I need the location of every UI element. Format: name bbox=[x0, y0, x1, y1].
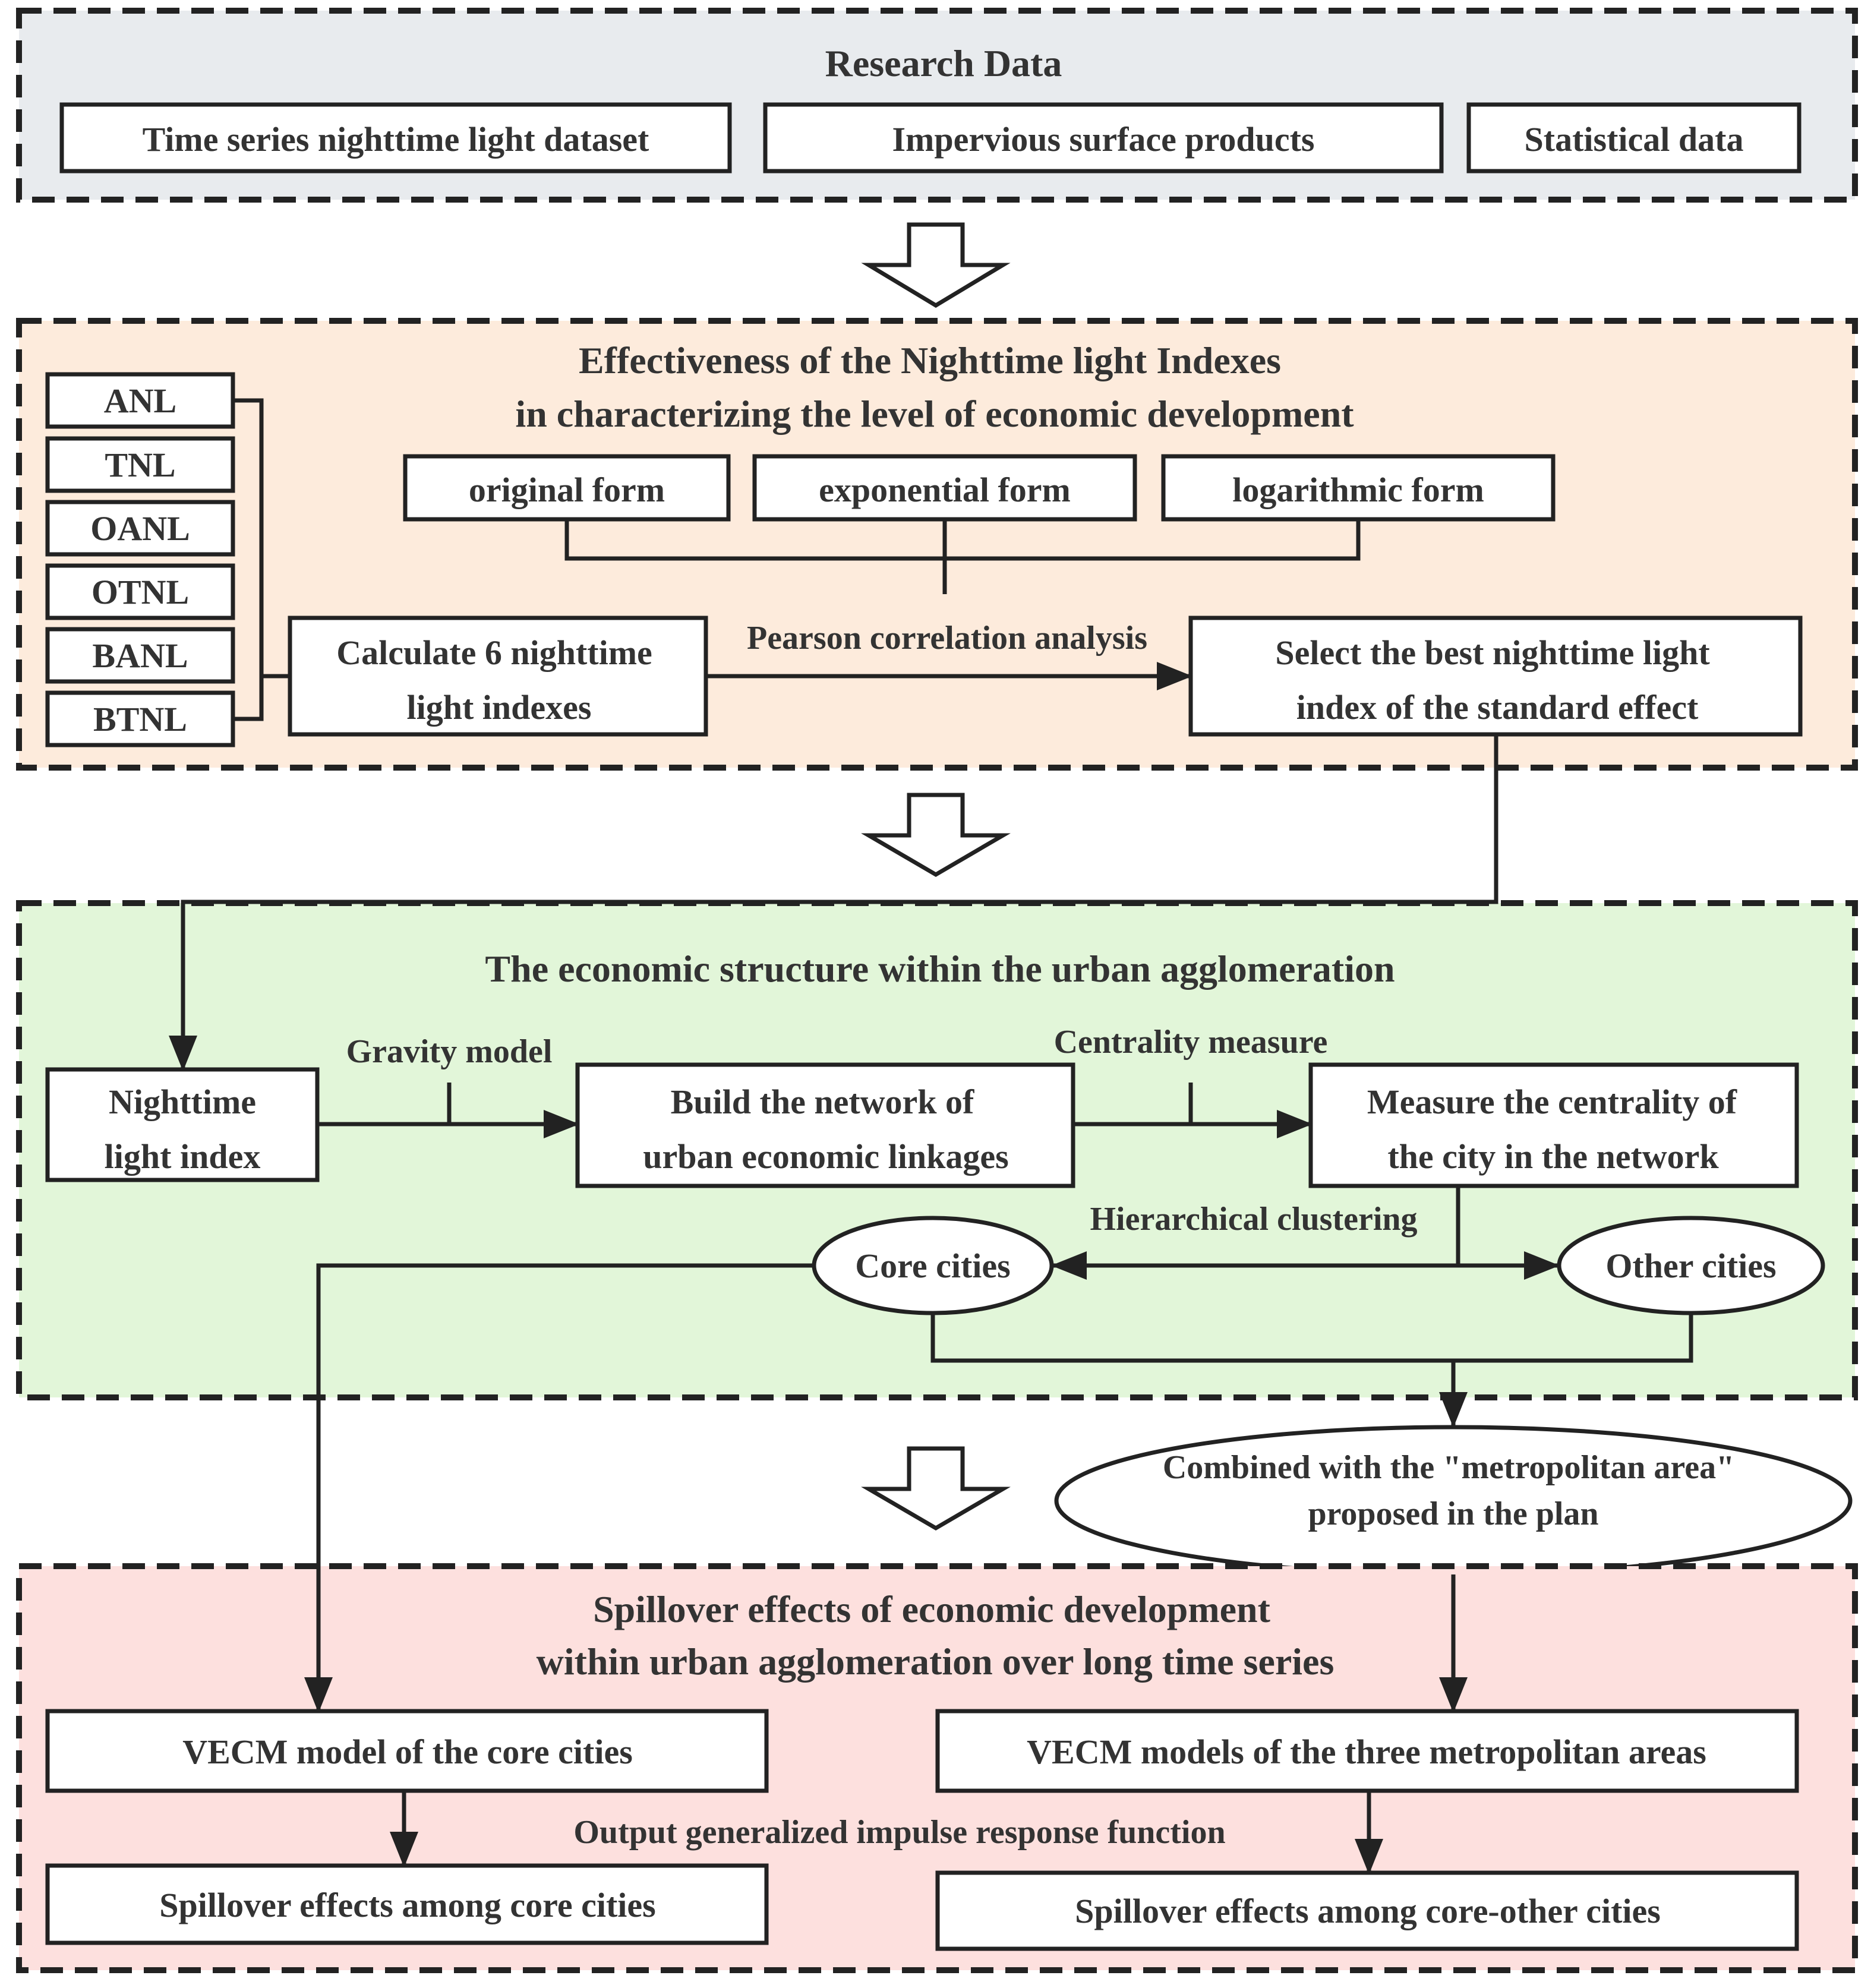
form-label: logarithmic form bbox=[1232, 471, 1484, 509]
hierarchical-clustering-label: Hierarchical clustering bbox=[1090, 1201, 1417, 1238]
build-network-line2: urban economic linkages bbox=[643, 1137, 1009, 1176]
measure-centrality-line2: the city in the network bbox=[1387, 1137, 1719, 1176]
effectiveness-title-line1: Effectiveness of the Nighttime light Ind… bbox=[579, 339, 1281, 381]
spillover-title-line1: Spillover effects of economic developmen… bbox=[593, 1588, 1271, 1630]
spillover-other-label: Spillover effects among core-other citie… bbox=[1075, 1892, 1661, 1930]
vecm-core-cities-label: VECM model of the core cities bbox=[182, 1733, 633, 1771]
pearson-label: Pearson correlation analysis bbox=[747, 620, 1147, 657]
index-label: BANL bbox=[92, 636, 188, 675]
metropolitan-area-line1: Combined with the "metropolitan area" bbox=[1163, 1449, 1734, 1486]
index-label: OANL bbox=[90, 509, 190, 548]
research-item-box bbox=[1466, 102, 1802, 173]
spillover-section: Spillover effects of economic developmen… bbox=[16, 1563, 1858, 1973]
calculate-indexes-line1: Calculate 6 nighttime bbox=[336, 633, 652, 672]
form-box bbox=[752, 454, 1137, 522]
gravity-model-label: Gravity model bbox=[346, 1033, 553, 1070]
form-box bbox=[1161, 454, 1556, 522]
index-label: ANL bbox=[104, 381, 176, 420]
nighttime-light-index-line2: light index bbox=[105, 1137, 261, 1176]
select-to-nli-connector-overlay bbox=[169, 734, 1498, 1071]
vecm-metro-areas-box bbox=[935, 1709, 1799, 1793]
spillover-core-label: Spillover effects among core cities bbox=[159, 1886, 655, 1924]
economic-structure-title: The economic structure within the urban … bbox=[485, 948, 1395, 990]
form-label: original form bbox=[469, 471, 665, 509]
index-bracket-connector bbox=[233, 398, 290, 721]
research-item-label: Impervious surface products bbox=[892, 120, 1314, 159]
flow-down-arrow bbox=[861, 793, 1011, 878]
spillover-other-box bbox=[935, 1870, 1799, 1951]
effectiveness-title-line2: in characterizing the level of economic … bbox=[515, 393, 1354, 435]
research-data-title: Research Data bbox=[825, 42, 1062, 84]
vecm-core-cities-box bbox=[45, 1709, 769, 1793]
centrality-measure-label: Centrality measure bbox=[1054, 1024, 1328, 1061]
nighttime-light-index-box bbox=[45, 1067, 320, 1182]
other-cities-label: Other cities bbox=[1605, 1247, 1776, 1285]
index-label: TNL bbox=[105, 446, 175, 484]
research-item-box bbox=[59, 102, 732, 173]
select-best-index-box bbox=[1188, 616, 1803, 737]
measure-centrality-box bbox=[1308, 1062, 1799, 1188]
forms-bracket-connector bbox=[564, 519, 1361, 594]
index-box bbox=[45, 500, 235, 557]
select-best-index-line1: Select the best nighttime light bbox=[1275, 633, 1710, 672]
index-box bbox=[45, 690, 235, 747]
index-label: BTNL bbox=[93, 700, 187, 739]
flow-down-arrow bbox=[861, 222, 1011, 308]
vecm-metro-areas-label: VECM models of the three metropolitan ar… bbox=[1027, 1733, 1706, 1771]
index-box bbox=[45, 436, 235, 493]
core-cities-label: Core cities bbox=[855, 1247, 1010, 1285]
index-label: OTNL bbox=[92, 573, 189, 611]
calculate-indexes-box bbox=[288, 616, 708, 737]
form-label: exponential form bbox=[819, 471, 1071, 509]
index-box bbox=[45, 627, 235, 684]
nighttime-light-index-line1: Nighttime bbox=[109, 1083, 256, 1121]
calculate-indexes-line2: light indexes bbox=[407, 688, 592, 727]
form-box bbox=[403, 454, 731, 522]
spillover-core-box bbox=[45, 1863, 769, 1945]
index-list: ANL TNL OANL OTNL BANL BTNL bbox=[45, 372, 235, 747]
research-data-section: Research Data Time series nighttime ligh… bbox=[16, 8, 1858, 203]
cities-merge-connector bbox=[930, 1313, 1693, 1363]
research-item-label: Time series nighttime light dataset bbox=[143, 120, 649, 159]
spillover-title-line2: within urban agglomeration over long tim… bbox=[537, 1640, 1334, 1683]
select-best-index-line2: index of the standard effect bbox=[1296, 688, 1699, 727]
effectiveness-section: Effectiveness of the Nighttime light Ind… bbox=[16, 318, 1858, 771]
flow-down-arrow bbox=[861, 1446, 1011, 1531]
measure-centrality-line1: Measure the centrality of bbox=[1367, 1083, 1737, 1121]
research-item-label: Statistical data bbox=[1525, 120, 1744, 159]
index-box bbox=[45, 563, 235, 620]
economic-structure-section: The economic structure within the urban … bbox=[16, 734, 1858, 1400]
metropolitan-area-line2: proposed in the plan bbox=[1308, 1495, 1598, 1532]
output-impulse-label: Output generalized impulse response func… bbox=[573, 1814, 1225, 1851]
build-network-line1: Build the network of bbox=[671, 1083, 974, 1121]
research-item-box bbox=[763, 102, 1444, 173]
